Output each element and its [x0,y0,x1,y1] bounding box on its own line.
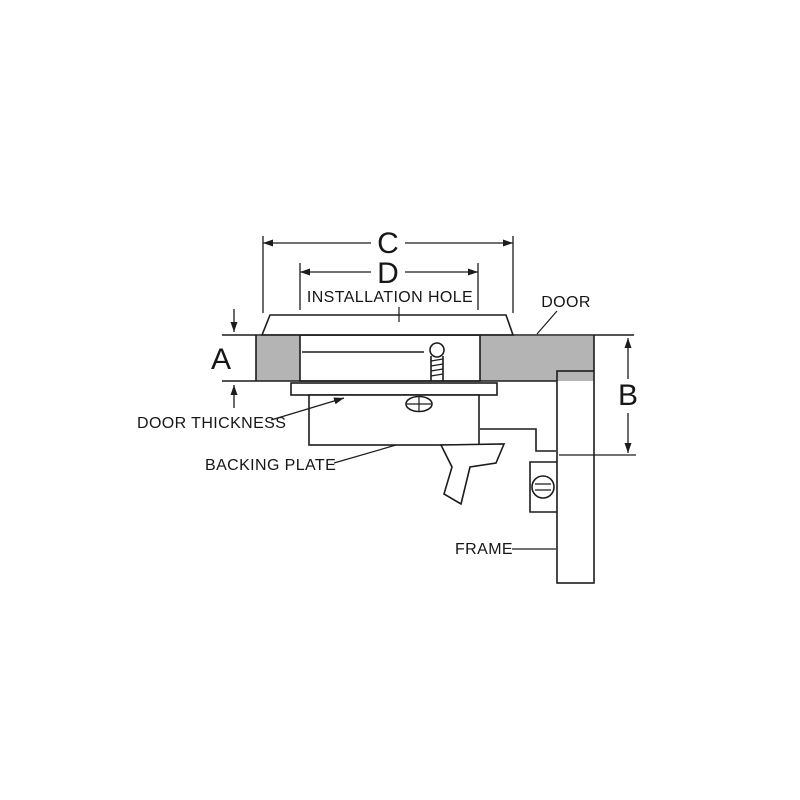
dimension-a: A [211,309,238,408]
backing-plate-leader [333,444,397,464]
dimension-b: B [559,338,638,456]
backing-plate [308,394,480,446]
frame-bar [556,370,595,584]
keeper-screw [531,475,555,499]
dimension-label-c: C [377,227,399,260]
door-thickness-label: DOOR THICKNESS [137,415,286,432]
keeper-screw-slots [535,483,551,491]
plate-screw [405,395,433,413]
installation-hole-label: INSTALLATION HOLE [307,289,473,306]
bezel-flange [260,314,515,336]
dimension-label-d: D [377,257,399,290]
panel-outlines [222,334,634,513]
latch-assembly [260,314,515,506]
screw-shaft [430,356,444,381]
door-leader [536,310,558,335]
callouts: INSTALLATION HOLE DOOR DOOR THICKNESS BA… [137,289,591,558]
backing-plate-label: BACKING PLATE [205,457,336,474]
dimension-label-b: B [618,379,638,412]
phillips-cross [407,397,431,411]
frame-bar-body [556,370,595,584]
screw-threads [430,358,444,377]
keeper-bracket [529,461,557,513]
dimension-label-a: A [211,343,231,376]
door-thickness-leader [270,397,345,421]
dimension-c: C [262,227,514,313]
frame-label: FRAME [455,541,513,558]
door-panel [256,336,594,381]
frame-bracket [480,428,556,452]
door-label: DOOR [541,294,591,311]
latch-body [299,334,481,382]
door-panel-left [256,336,300,381]
door-panel-right [480,336,594,381]
screw-head-icon [429,342,445,358]
keeper-screw-icon [531,475,555,499]
dimension-c-extensions [262,236,514,313]
backing-washer [290,382,498,396]
dimension-d: D [299,257,479,310]
latch-screw [429,342,445,381]
latch-cam [439,443,506,506]
